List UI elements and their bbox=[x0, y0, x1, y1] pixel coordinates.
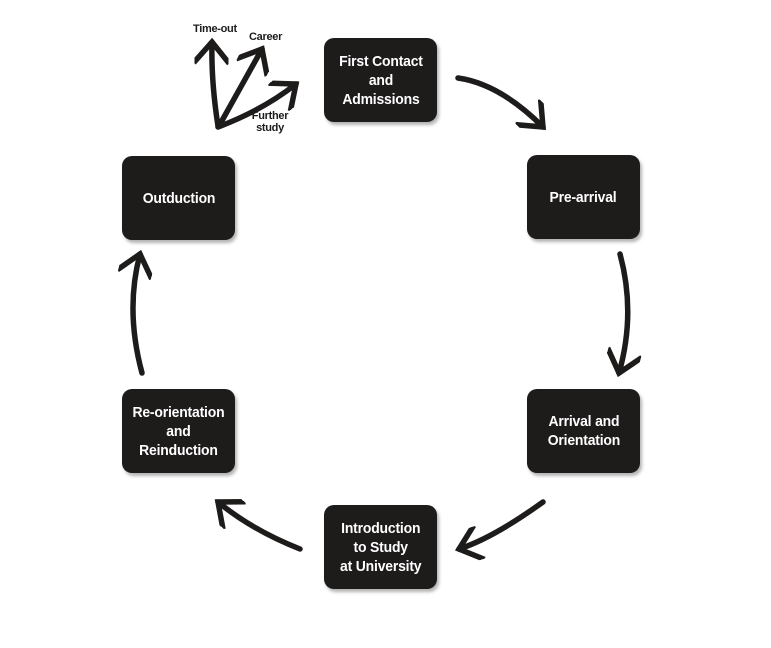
arrow-first-contact-to-pre-arrival bbox=[455, 75, 543, 127]
node-label-outduction: Outduction bbox=[142, 189, 215, 207]
arrow-exit-further-study bbox=[215, 84, 296, 130]
arrow-pre-arrival-to-arrival bbox=[619, 251, 628, 373]
exit-label-further-study: Further study bbox=[251, 110, 289, 134]
exit-label-time-out: Time-out bbox=[193, 23, 237, 35]
node-label-introduction-study: Introduction to Study at University bbox=[339, 519, 422, 575]
node-label-first-contact-admissions: First Contact and Admissions bbox=[338, 52, 423, 108]
node-arrival-orientation: Arrival and Orientation bbox=[527, 389, 640, 473]
node-label-pre-arrival: Pre-arrival bbox=[550, 188, 617, 206]
arrow-reorientation-to-outduction bbox=[133, 254, 142, 376]
node-reorientation-reinduction: Re-orientation and Reinduction bbox=[122, 389, 235, 473]
arrow-introduction-to-reorientation bbox=[218, 502, 303, 552]
arrow-arrival-to-introduction bbox=[459, 499, 546, 549]
node-introduction-study: Introduction to Study at University bbox=[324, 505, 437, 589]
exit-label-career: Career bbox=[249, 31, 283, 43]
node-label-reorientation-reinduction: Re-orientation and Reinduction bbox=[132, 403, 225, 459]
node-first-contact-admissions: First Contact and Admissions bbox=[324, 38, 437, 122]
arrow-exit-career bbox=[216, 49, 262, 129]
node-pre-arrival: Pre-arrival bbox=[527, 155, 640, 239]
node-label-arrival-orientation: Arrival and Orientation bbox=[547, 413, 620, 449]
arrow-exit-time-out bbox=[212, 42, 218, 129]
node-outduction: Outduction bbox=[122, 156, 235, 240]
